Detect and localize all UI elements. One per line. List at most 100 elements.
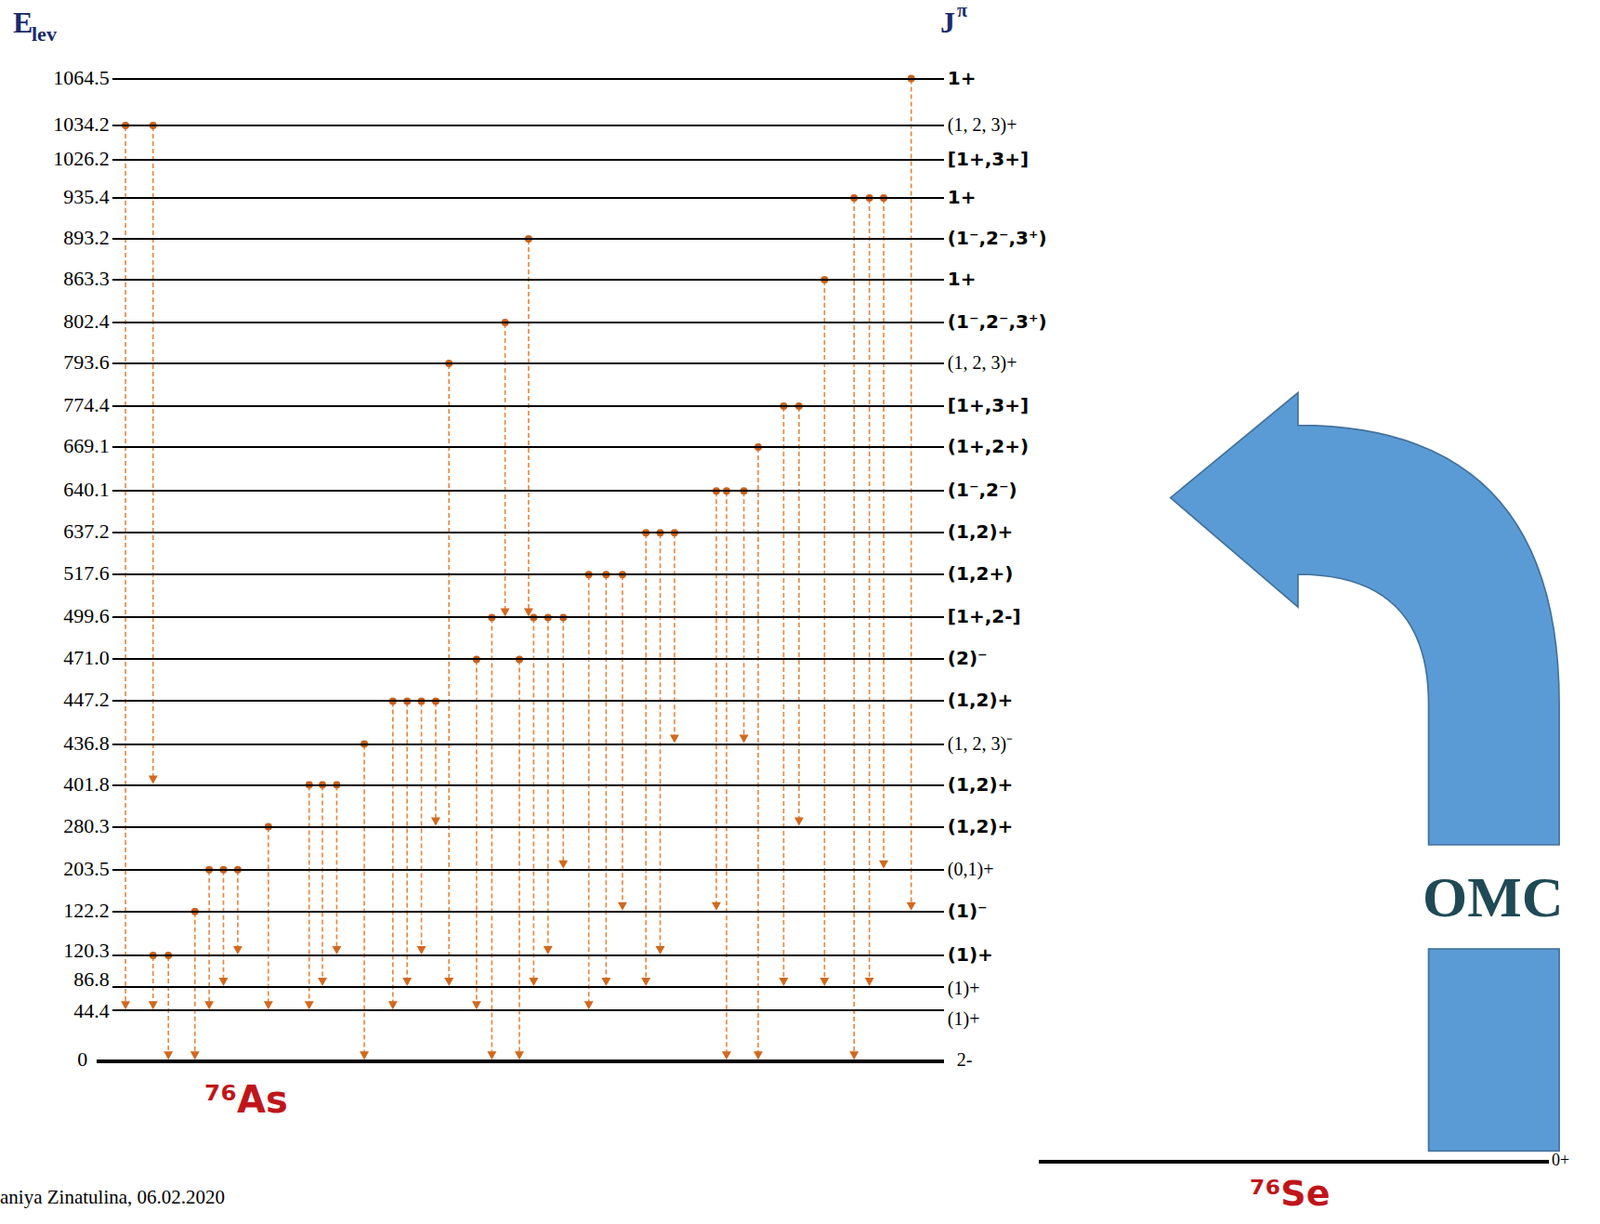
arrow-head [148,1000,158,1010]
arrow-head [304,1000,315,1010]
transition-line [475,659,478,1002]
level-energy: 0 [77,1047,88,1072]
level-energy: 120.3 [63,938,110,963]
arrow-head [233,945,243,955]
spin-parity: (1,2)+ [947,687,1013,712]
level-line: 203.5(0,1)+ [112,868,945,871]
spin-parity: (1⁻,2⁻) [947,477,1018,502]
arrow-head [543,945,553,955]
arrow-shaft [1428,948,1560,1151]
transition-line [194,912,197,1052]
gamma-transition [794,402,804,826]
gamma-transition [617,570,628,910]
level-energy: 935.4 [63,184,110,210]
arrow-head [669,734,680,744]
arrow-head [514,1050,525,1060]
gamma-transition [528,613,538,986]
arrow-head [204,1000,214,1010]
level-energy: 893.2 [63,225,110,250]
level-energy: 517.6 [63,561,110,586]
arrow-head [163,1050,173,1060]
level-energy: 122.2 [63,898,110,923]
arrow-head [794,817,804,827]
transition-line [504,323,507,609]
spin-parity: (1,2)+ [947,813,1013,839]
nucleus-name: ⁷⁶Se [1249,1172,1330,1214]
transition-line [363,745,366,1053]
process-label: OMC [1422,854,1564,939]
gamma-transition [641,528,651,986]
level-line: 447.2(1,2)+ [112,699,945,702]
gamma-transition [204,865,214,1010]
spin-parity: (0,1)+ [947,856,995,881]
arrow-head [584,1000,594,1010]
gamma-transition [584,570,594,1010]
arrow-head [711,902,722,911]
level-energy: 669.1 [63,433,110,459]
arrow-head [865,977,875,986]
arrow-head [721,1050,732,1060]
spin-parity: 2- [957,1047,973,1072]
gamma-transition [753,443,763,1060]
transition-line [527,239,530,609]
level-energy: 802.4 [63,309,110,334]
axis-title: E [13,5,33,40]
level-line: 436.8(1, 2, 3)⁻ [112,743,945,746]
axis-subscript: lev [31,22,57,47]
arrow-head [120,1000,131,1010]
arrow-head [617,902,628,911]
transition-line [308,786,311,1003]
level-line: 1034.2(1, 2, 3)+ [112,124,945,127]
level-energy: 471.0 [63,645,110,670]
arrow-head [444,977,454,986]
transition-line [434,701,437,818]
omc-arrow: OMC [1163,387,1567,1158]
transition-line [518,659,521,1052]
gamma-transition [444,359,454,986]
transition-line [562,617,564,861]
arrow-head [655,945,666,955]
level-line: 86.8(1)+ [112,985,945,988]
arrow-head [500,607,511,617]
level-energy: 447.2 [63,687,110,712]
gamma-transition [819,275,829,986]
transition-line [321,786,324,979]
axis-superscript: π [957,0,968,22]
transition-line [152,126,155,776]
spin-parity: (1⁻,2⁻,3⁺) [947,225,1048,250]
spin-parity: (1, 2, 3)⁻ [947,731,1013,756]
level-line: 774.4[1+,3+] [112,405,945,407]
level-line: 280.3(1,2)+ [112,826,945,828]
arrow-head [739,734,749,744]
level-energy: 499.6 [63,603,110,629]
transition-line [124,126,127,1002]
transition-line [852,198,855,1052]
axis-title: J [940,5,956,40]
arrow-head [778,977,788,986]
level-energy: 793.6 [63,350,110,375]
transition-line [208,870,210,1003]
gamma-transition [486,613,497,1060]
spin-parity: (1)⁻ [947,898,988,923]
spin-parity: (1)+ [947,975,981,1000]
level-line: 120.3(1)+ [112,954,945,957]
level-line: 401.8(1,2)+ [112,784,945,787]
arrow-head [190,1050,200,1060]
spin-parity: [1+,3+] [947,393,1029,418]
arrow-head [219,977,229,986]
gamma-transition [655,528,666,955]
arrow-head [472,1000,482,1010]
gamma-transition [163,951,173,1060]
transition-line [659,533,662,947]
transition-line [167,956,170,1052]
gamma-transition [219,865,229,986]
gamma-transition [120,121,131,1010]
arrow-head [331,945,341,955]
transition-line [267,827,270,1003]
arrow-head [431,817,441,827]
arrow-head [819,977,829,986]
gamma-transition [431,696,441,826]
level-energy: 863.3 [63,266,110,291]
arrow-head [528,977,538,986]
